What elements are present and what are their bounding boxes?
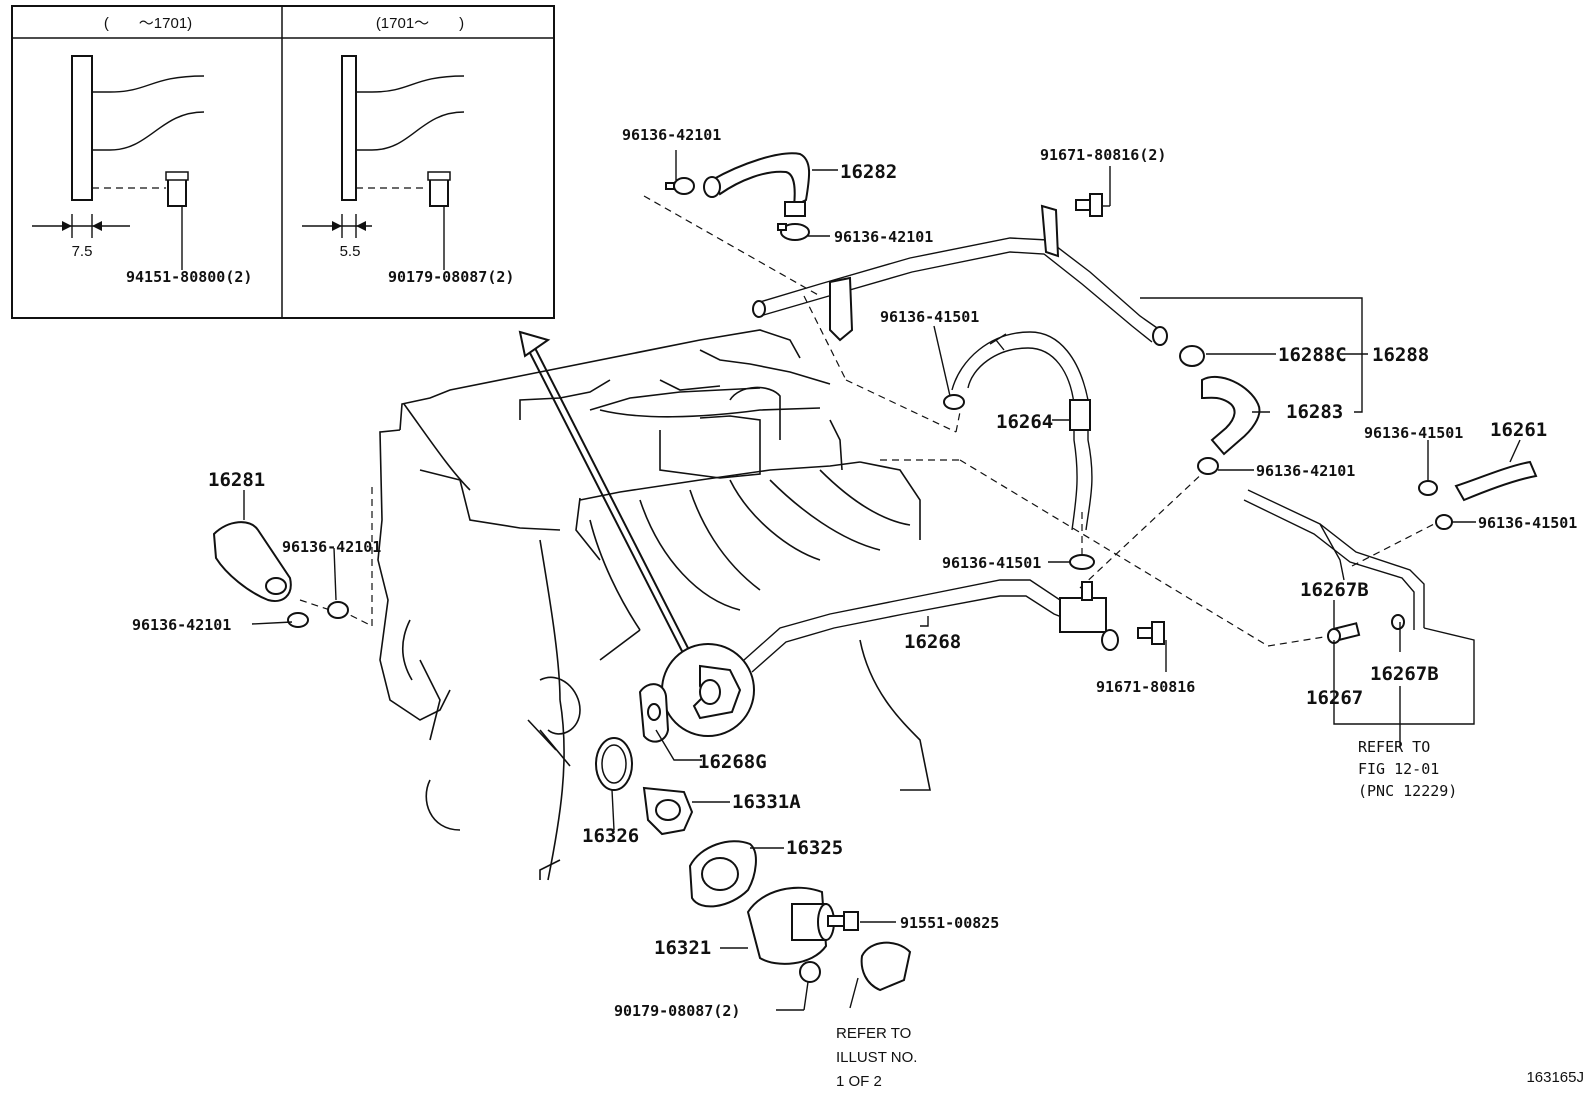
label-96136-42101-b: 96136-42101	[834, 228, 933, 246]
hose-16283	[1179, 345, 1261, 475]
label-16283: 16283	[1286, 401, 1343, 423]
label-16268g: 16268G	[698, 751, 767, 773]
inset-right-range: (1701～ )	[376, 15, 464, 32]
thermostat-16331a	[642, 786, 694, 836]
label-16288: 16288	[1372, 344, 1429, 366]
label-91671-80816: 91671-80816	[1096, 678, 1195, 696]
pipe-16267	[1243, 489, 1425, 644]
refer-illust-line1: REFER TO	[836, 1025, 911, 1042]
label-96136-42101-d: 96136-42101	[282, 538, 381, 556]
hose-16261	[1418, 460, 1538, 530]
radiator-hose-end	[860, 941, 912, 992]
nut-90179-08087-2	[799, 961, 821, 983]
inset-right-dimension: 5.5	[340, 243, 361, 260]
bolt-91671-80816-2	[1075, 193, 1103, 217]
label-96136-41501-c: 96136-41501	[1478, 514, 1577, 532]
label-16281: 16281	[208, 469, 265, 491]
inset-left-part-number: 94151-80800(2)	[126, 268, 252, 286]
label-96136-41501-a: 96136-41501	[880, 308, 979, 326]
part-labels: 96136-42101 16282 96136-42101 91671-8081…	[132, 126, 1577, 1020]
label-16268: 16268	[904, 631, 961, 653]
leader-lines	[243, 150, 1521, 1011]
bolt-91671-80816	[1137, 621, 1165, 645]
hose-16264	[951, 331, 1093, 531]
label-91671-80816-2: 91671-80816(2)	[1040, 146, 1166, 164]
inset-left-dimension: 7.5	[72, 243, 93, 260]
label-16261: 16261	[1490, 419, 1547, 441]
gasket-16268g	[638, 683, 670, 743]
refer-illust-line2: ILLUST NO.	[836, 1049, 917, 1066]
label-16267b-b: 16267B	[1370, 663, 1439, 685]
label-16325: 16325	[786, 837, 843, 859]
clamp-96136-41501-a	[943, 394, 965, 410]
thermostat-detail-circle	[661, 643, 755, 737]
pipe-16288	[752, 204, 1168, 346]
refer-illust-line3: 1 OF 2	[836, 1073, 882, 1090]
refer-illust-note: REFER TO ILLUST NO. 1 OF 2	[836, 1025, 917, 1090]
clamp-96136-42101-b	[777, 223, 810, 241]
inset-pointer-arrow	[518, 330, 691, 656]
clamp-16281-hose	[212, 521, 349, 628]
label-16267b-a: 16267B	[1300, 579, 1369, 601]
diagram-id: 163165J	[1526, 1069, 1584, 1086]
label-96136-42101-c: 96136-42101	[1256, 462, 1355, 480]
inset-left-drawing	[32, 55, 205, 270]
refer-fig-line1: REFER TO	[1358, 738, 1430, 756]
hose-16282	[703, 152, 811, 217]
label-16326: 16326	[582, 825, 639, 847]
clamp-96136-41501-b	[1069, 554, 1095, 570]
label-16282: 16282	[840, 161, 897, 183]
label-91551-00825: 91551-00825	[900, 914, 999, 932]
engine-block-outline	[377, 329, 931, 881]
pipe-16268	[743, 579, 1119, 673]
label-96136-41501-d: 96136-41501	[942, 554, 1041, 572]
refer-fig-line3: (PNC 12229)	[1358, 782, 1457, 800]
label-16267: 16267	[1306, 687, 1363, 709]
water-inlet-16321	[746, 886, 835, 965]
label-16331a: 16331A	[732, 791, 801, 813]
inset-right-drawing	[302, 55, 465, 270]
inset-left-range: ( ～1701)	[104, 15, 192, 32]
ring-16326	[595, 737, 633, 791]
inset-detail-box: ( ～1701) (1701～ ) 7.5 94151-80800(2)	[11, 5, 555, 319]
gasket-16325	[688, 840, 757, 908]
label-90179-08087-2: 90179-08087(2)	[614, 1002, 740, 1020]
label-96136-42101-a: 96136-42101	[622, 126, 721, 144]
label-16264: 16264	[996, 411, 1053, 433]
inset-right-part-number: 90179-08087(2)	[388, 268, 514, 286]
bolt-91551-00825	[827, 911, 859, 931]
label-96136-41501-b: 96136-41501	[1364, 424, 1463, 442]
label-96136-42101-e: 96136-42101	[132, 616, 231, 634]
refer-fig-note: REFER TO FIG 12-01 (PNC 12229)	[1358, 738, 1457, 800]
clamp-96136-42101-a	[665, 177, 695, 195]
label-16321: 16321	[654, 937, 711, 959]
label-16288c: 16288C	[1278, 344, 1347, 366]
refer-fig-line2: FIG 12-01	[1358, 760, 1439, 778]
